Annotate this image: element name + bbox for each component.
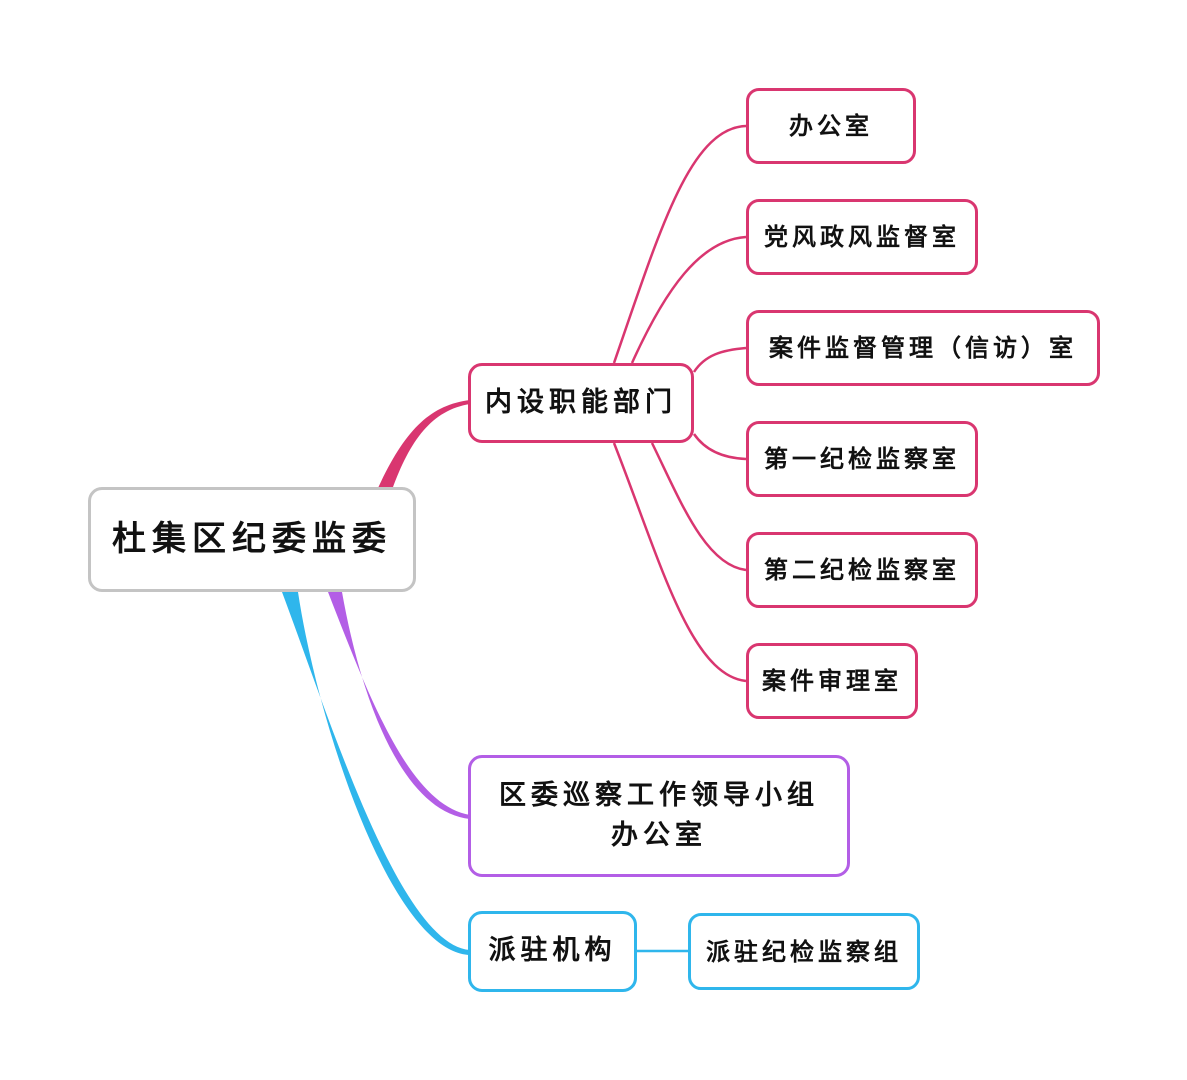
dept-case-supervision[interactable]: 案件监督管理（信访）室 xyxy=(746,310,1100,386)
dept-office-label: 办公室 xyxy=(789,111,873,140)
dept-second-inspection[interactable]: 第二纪检监察室 xyxy=(746,532,978,608)
dept-case-label: 案件监督管理（信访）室 xyxy=(769,333,1077,362)
branch-station-label: 派驻机构 xyxy=(488,935,617,967)
root-label: 杜集区纪委监委 xyxy=(112,519,392,559)
dept-first-inspection[interactable]: 第一纪检监察室 xyxy=(746,421,978,497)
connector-inner-office xyxy=(612,124,747,364)
dept-style-label: 党风政风监督室 xyxy=(764,222,960,251)
dept-case-trial[interactable]: 案件审理室 xyxy=(746,643,918,719)
stationed-inspection-group[interactable]: 派驻纪检监察组 xyxy=(688,913,920,990)
stationed-group-label: 派驻纪检监察组 xyxy=(706,936,902,966)
branch-stationed-agencies[interactable]: 派驻机构 xyxy=(468,911,637,992)
root-node[interactable]: 杜集区纪委监委 xyxy=(88,487,416,592)
dept-office[interactable]: 办公室 xyxy=(746,88,916,164)
dept-first-label: 第一纪检监察室 xyxy=(764,444,960,473)
connector-inner-first xyxy=(692,433,747,461)
dept-second-label: 第二纪检监察室 xyxy=(764,555,960,584)
connector-root-inner xyxy=(378,400,470,490)
branch-patrol-label-line-2: 办公室 xyxy=(611,820,707,851)
branch-patrol-office[interactable]: 区委巡察工作领导小组 办公室 xyxy=(468,755,850,877)
branch-inner-label: 内设职能部门 xyxy=(485,386,677,418)
branch-patrol-label: 区委巡察工作领导小组 办公室 xyxy=(499,776,819,857)
dept-style-supervision[interactable]: 党风政风监督室 xyxy=(746,199,978,275)
connector-inner-trial xyxy=(612,442,747,683)
branch-patrol-label-line-1: 区委巡察工作领导小组 xyxy=(499,779,819,811)
connector-inner-style xyxy=(630,235,747,364)
branch-inner-departments[interactable]: 内设职能部门 xyxy=(468,363,694,443)
dept-trial-label: 案件审理室 xyxy=(762,666,902,695)
connector-inner-second xyxy=(650,442,747,572)
connector-root-patrol xyxy=(328,592,470,819)
connector-inner-case xyxy=(692,346,747,373)
connector-root-station xyxy=(282,592,470,955)
